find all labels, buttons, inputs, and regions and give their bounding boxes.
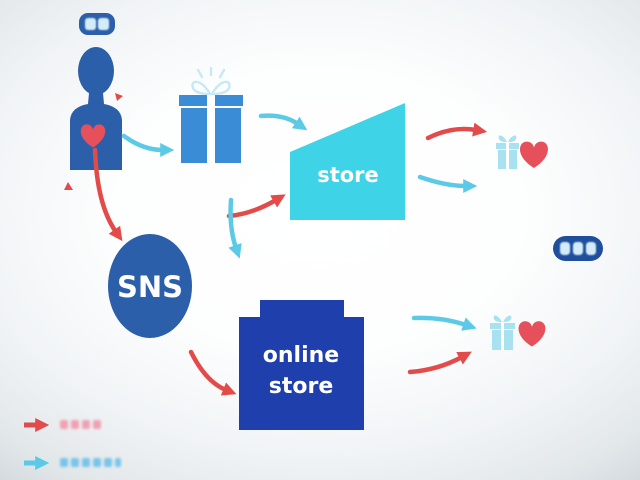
person-badge-glyphs-illegible [85,18,109,30]
heart-icon [80,124,106,148]
sns-circle [108,234,192,338]
sns-node: SNS [108,234,192,338]
badge-glyph [560,242,570,255]
red-triangle-mark [115,93,123,101]
gift-bow-ray [218,68,226,79]
store-label: store [317,163,379,187]
legend-red-text-illegible [60,420,101,429]
online-store-label-line2: store [269,374,334,399]
legend-glyph [60,458,68,467]
gift-bow-loop [210,80,231,96]
badge-glyph [586,242,596,255]
legend-item-red [24,418,101,432]
arrow-store-to-gift-cyan [417,174,478,193]
arrow-gift-to-store [258,113,308,131]
badge-glyph [98,18,109,30]
gift-icon [496,135,519,169]
gift-icon [490,315,515,350]
store-shape [290,103,405,220]
gift-bow-loop [191,80,212,96]
arrow-to-store-red [226,194,286,219]
gift-ribbon [506,143,509,169]
gift-bow-loop [498,135,507,142]
gift-ribbon [501,323,504,350]
badge-glyph [573,242,583,255]
gift-bow-loop [508,135,517,142]
arrow-sns-to-online-store [188,349,237,396]
legend-glyph [82,420,90,429]
side-badge-glyphs-illegible [560,242,596,255]
arrow-store-to-gift-red [425,122,488,141]
legend-glyph [71,420,79,429]
heart-icon [518,321,546,347]
gift-bow-ray [196,68,204,79]
legend-cyan-text-illegible [60,458,121,467]
legend-glyph [60,420,68,429]
gift-bow-loop [493,315,502,322]
gift-bow-loop [503,315,512,322]
arrow-online-store-to-gift-cyan [411,315,477,331]
legend-glyph [93,458,101,467]
gift-box-ribbon [207,95,215,163]
badge-glyph [85,18,96,30]
arrow-store-down-cyan [228,197,242,259]
legend-glyph [71,458,79,467]
red-triangle-mark [64,182,73,190]
legend [24,418,121,470]
legend-item-cyan [24,456,121,470]
gift-bow [191,66,231,96]
online-store-shape [239,300,364,430]
online-store-node: online store [239,300,364,430]
arrow-online-store-to-gift-red [407,351,472,375]
badge-icon [79,13,115,35]
heart-icon [520,141,548,168]
arrow-person-to-sns [92,147,123,242]
person-icon [70,13,122,170]
online-store-label-line1: online [263,343,339,368]
legend-glyph [82,458,90,467]
sns-label: SNS [117,270,183,304]
legend-glyph [115,458,121,467]
side-badge [553,236,603,261]
person-badge [79,13,115,35]
arrow-person-to-gift [121,133,175,157]
legend-glyph [93,420,101,429]
person-head [78,47,114,95]
store-node: store [290,103,405,220]
gift-box-icon [179,66,243,163]
legend-glyph [104,458,112,467]
